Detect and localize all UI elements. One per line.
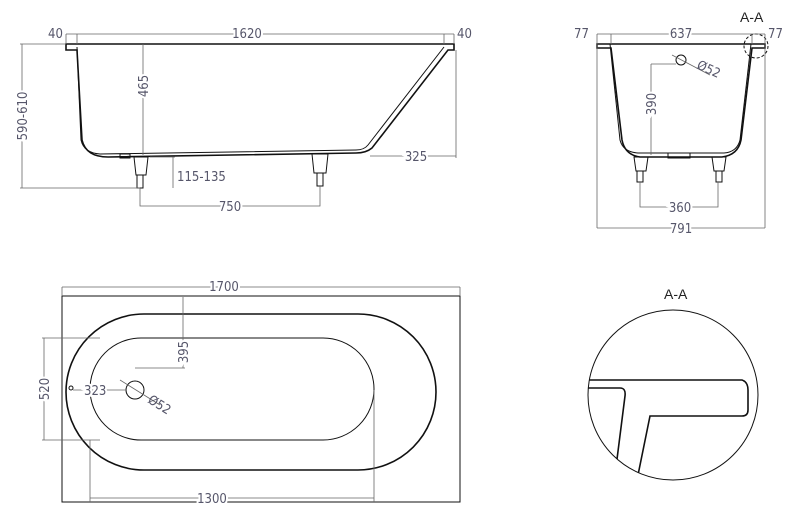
top-bottom-length-dimension: 1300 [197, 492, 227, 507]
side-leg-height-dimension: 115-135 [177, 170, 226, 185]
top-view-bath-bottom [89, 337, 375, 441]
detail-circle [587, 309, 759, 481]
end-total-width-dimension: 791 [670, 222, 692, 237]
top-view-overflow [68, 385, 74, 391]
top-total-length-dimension: 1700 [209, 280, 239, 295]
top-drain-offset-dimension: 323 [84, 384, 106, 399]
end-overflow-diameter-dimension: Ø52 [694, 58, 722, 82]
end-view-right-leg [711, 156, 727, 183]
top-view-drain [125, 380, 145, 400]
top-drain-diameter-dimension: Ø52 [145, 393, 173, 418]
detail-rim-profile-outer [588, 379, 749, 476]
side-view-drain [119, 153, 131, 159]
top-view-outer-rim [61, 295, 461, 503]
side-view: 40 1620 40 590-610 465 115-135 750 325 [14, 25, 472, 217]
end-view-left-leg [633, 156, 649, 183]
side-view-right-leg [311, 153, 329, 187]
detail-section-label: A-A [664, 286, 688, 302]
side-rim-right-dimension: 40 [457, 27, 472, 42]
end-overflow-hole [675, 54, 687, 66]
end-inner-width-dimension: 637 [670, 27, 692, 42]
side-rim-left-dimension: 40 [48, 27, 63, 42]
side-view-left-leg [133, 156, 149, 189]
side-inner-depth-dimension: 465 [137, 75, 152, 97]
top-inner-width-dimension: 520 [38, 378, 53, 400]
end-view-drain [667, 153, 691, 159]
side-total-height-dimension: 590-610 [16, 92, 31, 141]
end-view: A-A 77 637 77 390 Ø52 360 791 [574, 9, 783, 239]
end-overflow-height-dimension: 390 [645, 93, 660, 115]
detail-rim-profile-inner [588, 387, 626, 476]
side-view-tub-outline [65, 43, 455, 158]
detail-view: A-A [587, 286, 759, 481]
top-view: 1700 395 520 323 Ø52 1300 [36, 278, 461, 509]
end-view-tub-inner [609, 43, 752, 154]
end-rim-right-dimension: 77 [768, 27, 783, 42]
end-rim-left-dimension: 77 [574, 27, 589, 42]
top-overflow-offset-dimension: 395 [177, 341, 192, 363]
side-leg-spacing-dimension: 750 [219, 200, 241, 215]
end-leg-spacing-dimension: 360 [669, 201, 691, 216]
side-slope-offset-dimension: 325 [405, 150, 427, 165]
end-view-section-label: A-A [740, 9, 764, 25]
top-view-bath-opening [65, 313, 437, 471]
side-inner-length-dimension: 1620 [232, 27, 262, 42]
side-view-tub-inner [76, 46, 445, 155]
